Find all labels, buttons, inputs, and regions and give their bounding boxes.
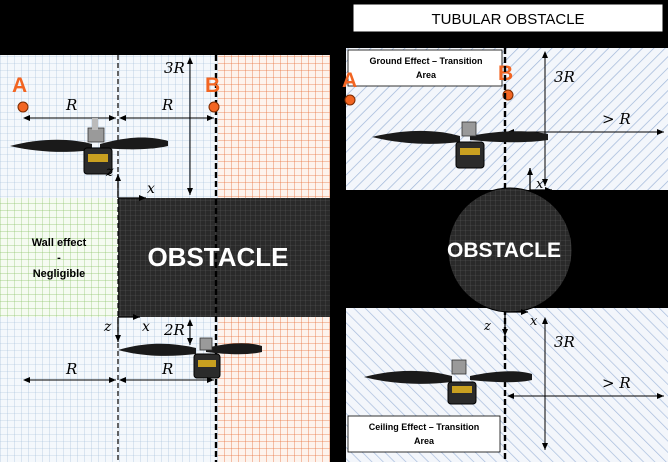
right-obstacle-label: OBSTACLE (447, 239, 561, 262)
propeller-motor-icon (10, 118, 168, 175)
r-left-label: R (65, 96, 77, 114)
left-panel: 3R R R A B x z OBSTACLE Wall effect - Ne… (0, 55, 330, 462)
wall-effect-line3: Negligible (33, 268, 86, 280)
bottom-height-label: 2R (163, 321, 185, 339)
right-panel: TUBULAR OBSTACLE Ground Effect – Transit… (342, 3, 668, 462)
ceiling-effect-line1: Ceiling Effect – Transition (369, 422, 480, 432)
point-b-marker (208, 101, 220, 113)
ground-effect-line1: Ground Effect – Transition (369, 56, 482, 66)
point-b-label: B (205, 74, 220, 97)
right-height-label: 3R (554, 68, 575, 86)
wall-effect-zone (0, 198, 118, 317)
ground-effect-box (347, 49, 503, 87)
right-effect-zone-top (218, 55, 330, 198)
ceiling-effect-line2: Area (414, 436, 435, 446)
obstacle-label: OBSTACLE (147, 242, 288, 272)
height-label: 3R (164, 59, 185, 77)
bottom-x-axis-label: x (142, 319, 150, 335)
right-point-a-label: A (342, 69, 357, 92)
right-bottom-x-axis-label: x (530, 314, 538, 329)
propeller-motor-icon (372, 121, 548, 169)
ground-effect-line2: Area (416, 70, 437, 80)
z-axis-label: z (105, 164, 114, 180)
bottom-z-axis-label: z (103, 319, 112, 335)
bottom-r-left-label: R (65, 360, 77, 378)
right-bottom-gt-r-label: > R (602, 374, 631, 392)
right-bottom-z-axis-label: z (483, 319, 491, 334)
right-x-axis-label: x (536, 177, 544, 192)
propeller-motor-icon (364, 359, 532, 405)
propeller-motor-icon (118, 337, 262, 379)
title-box (352, 3, 664, 33)
bottom-r-right-label: R (161, 360, 173, 378)
obstacle-block (118, 198, 330, 317)
r-right-label: R (161, 96, 173, 114)
wall-effect-line2: - (57, 252, 61, 264)
right-effect-zone-bottom (218, 317, 330, 462)
wall-effect-line1: Wall effect (32, 237, 87, 249)
point-a-label: A (12, 74, 27, 97)
point-a-marker (17, 101, 29, 113)
right-point-a-marker (344, 94, 356, 106)
ceiling-effect-box (347, 415, 501, 453)
x-axis-label: x (147, 181, 155, 197)
left-bottom-grid (0, 317, 218, 462)
right-bottom-height-label: 3R (554, 333, 575, 351)
right-gt-r-label: > R (602, 110, 631, 128)
right-point-b-label: B (498, 62, 513, 85)
panel-title: TUBULAR OBSTACLE (431, 11, 584, 28)
